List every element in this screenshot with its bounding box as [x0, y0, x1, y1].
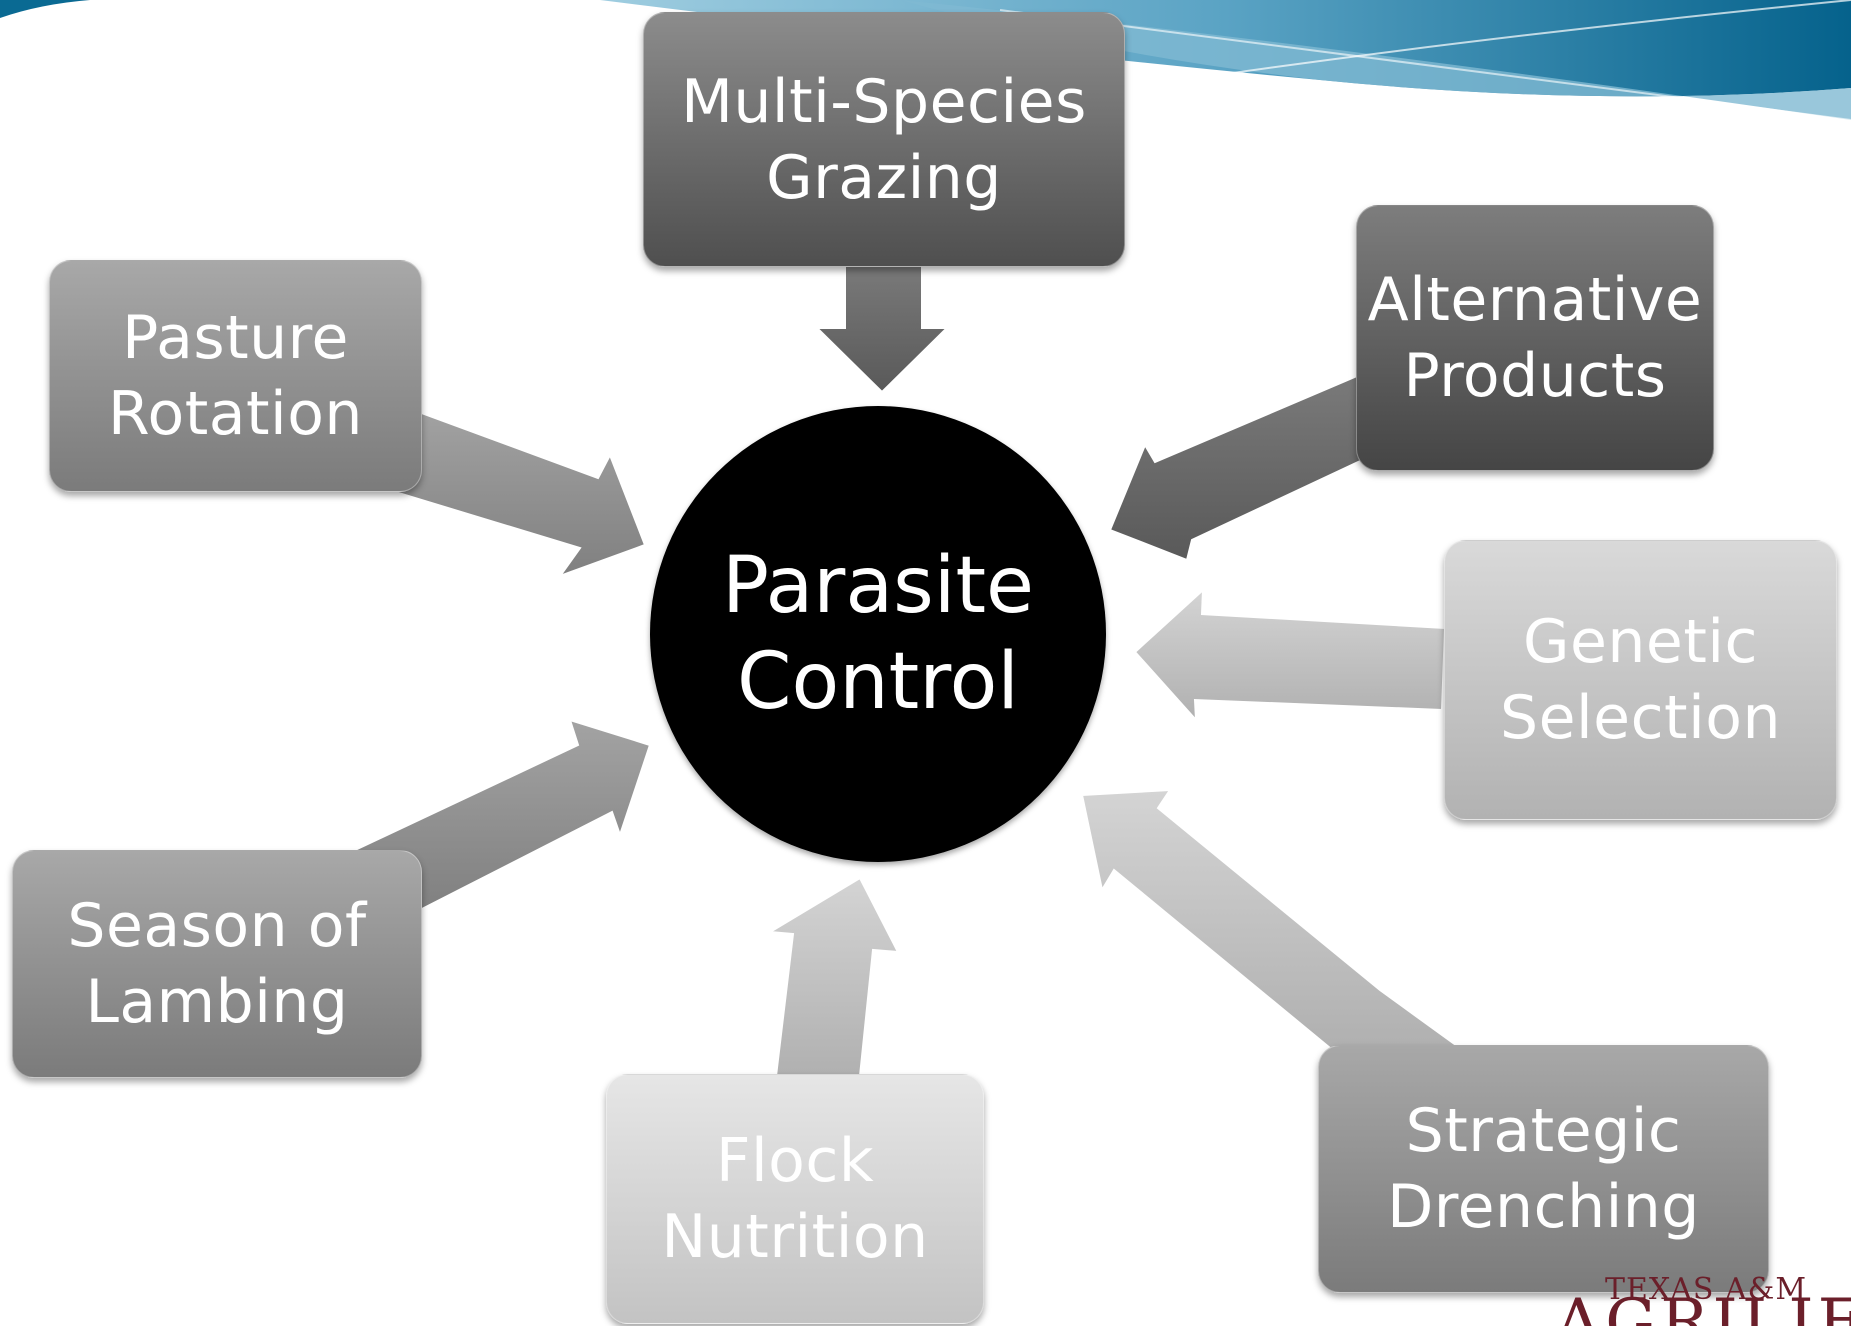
arrow-multi-species [814, 263, 950, 394]
arrow-season-of-lambing [353, 718, 652, 912]
node-season-of-lambing: Season of Lambing [12, 850, 422, 1078]
node-multi-species-grazing: Multi-Species Grazing [643, 12, 1125, 267]
node-label-line2: Rotation [108, 379, 363, 449]
node-label-line1: Alternative [1367, 265, 1703, 335]
node-pasture-rotation: Pasture Rotation [49, 260, 422, 492]
node-label-line1: Season of [67, 891, 367, 961]
node-label-line1: Multi-Species [681, 66, 1087, 137]
arrow-strategic-drenching [1080, 788, 1464, 1049]
node-label-line2: Products [1403, 341, 1667, 411]
node-label-line2: Selection [1499, 683, 1781, 753]
logo-line1: TEXAS A&M [1605, 1272, 1808, 1307]
center-label-line1: Parasite [721, 541, 1035, 631]
node-label-line2: Lambing [85, 967, 349, 1037]
arrow-pasture-rotation [370, 403, 647, 579]
node-label-line2: Nutrition [661, 1202, 929, 1272]
agrilife-logo: TEXAS A&M AGRILIFE [1555, 1272, 1851, 1326]
node-alternative-products: Alternative Products [1356, 205, 1714, 471]
center-label-line2: Control [737, 637, 1019, 727]
center-parasite-control: Parasite Control [650, 406, 1106, 862]
node-label-line1: Pasture [122, 303, 349, 373]
arrow-flock-nutrition [766, 876, 900, 1077]
arrow-alternative-products [1108, 374, 1390, 562]
node-label-line1: Genetic [1522, 607, 1759, 677]
arrow-genetic-selection [1133, 587, 1447, 723]
logo-line2: AGRILIFE [1555, 1286, 1851, 1326]
node-label-line2: Grazing [766, 142, 1002, 213]
node-label-line1: Flock [715, 1126, 875, 1196]
node-label-line2: Drenching [1387, 1172, 1700, 1242]
node-label-line1: Strategic [1405, 1096, 1682, 1166]
node-genetic-selection: Genetic Selection [1444, 540, 1837, 820]
node-flock-nutrition: Flock Nutrition [606, 1074, 984, 1324]
node-strategic-drenching: Strategic Drenching [1318, 1045, 1769, 1293]
